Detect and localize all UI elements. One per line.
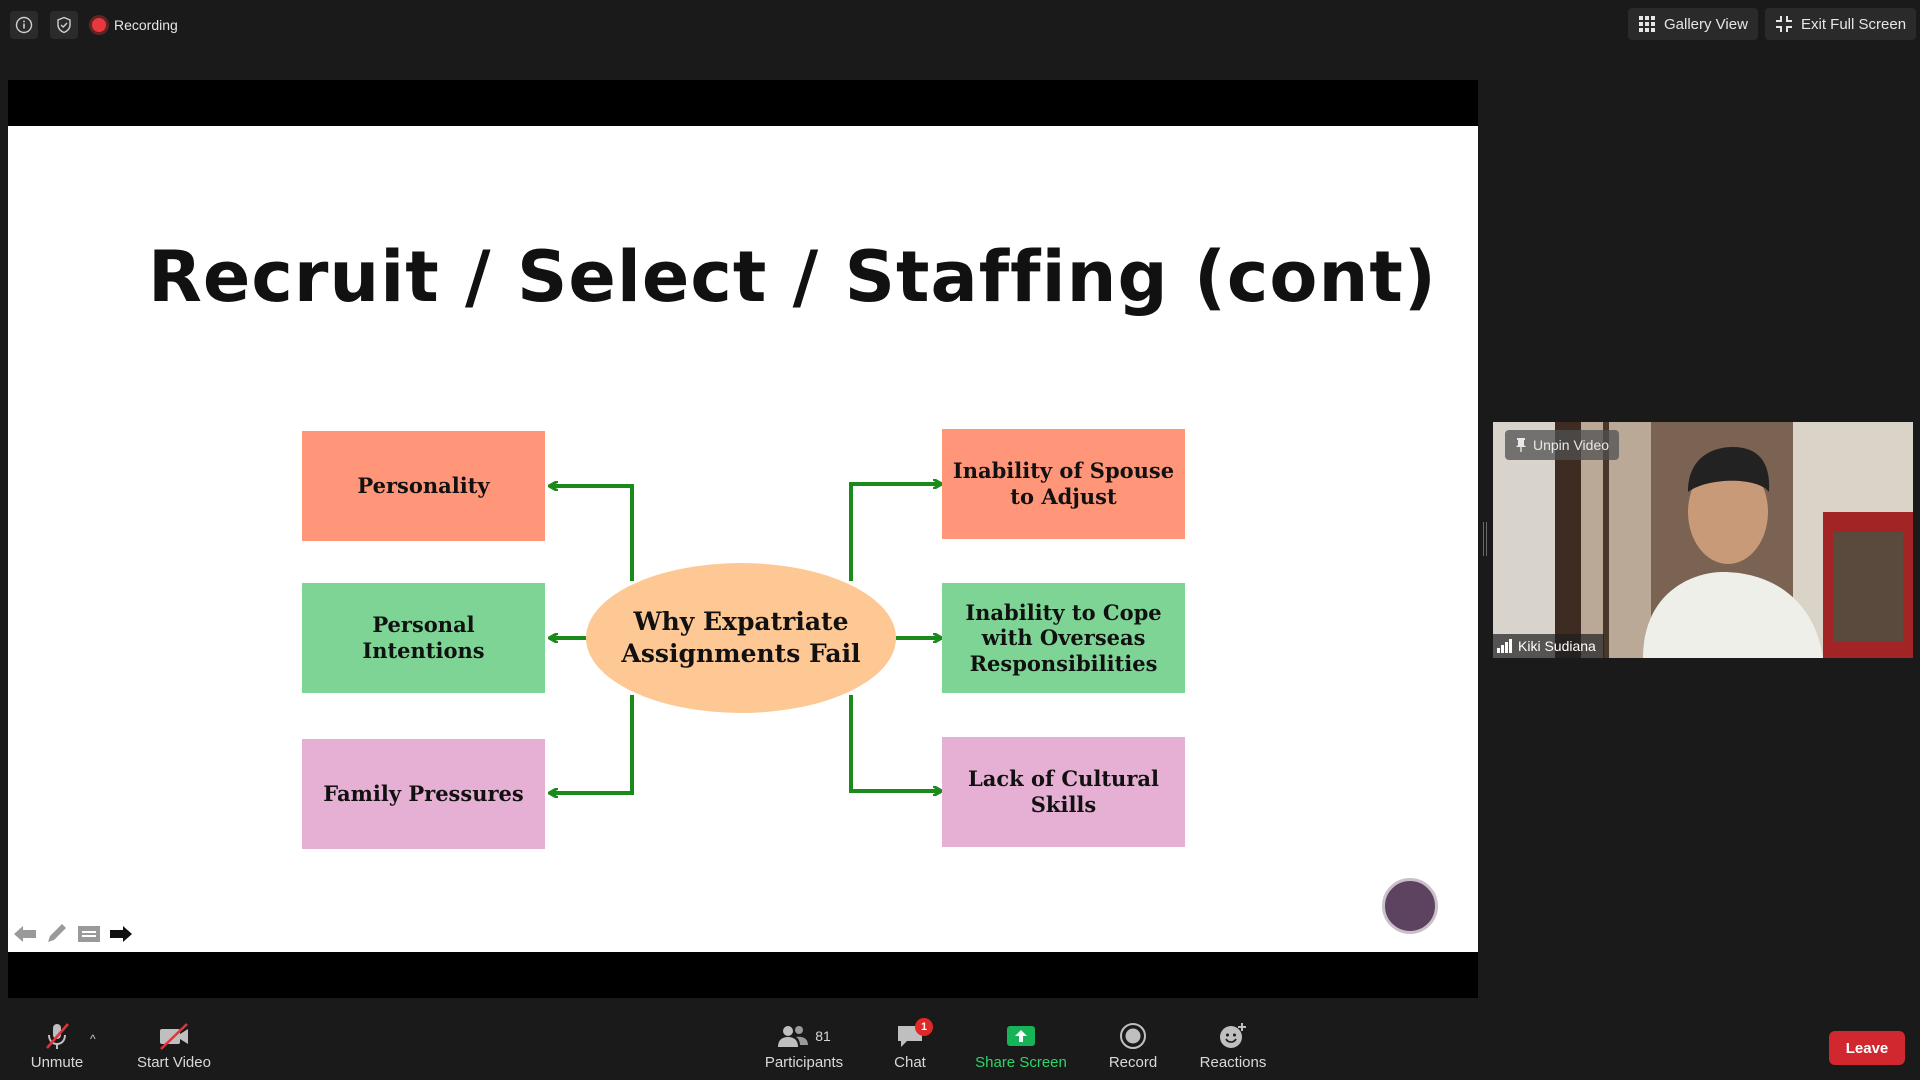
muted-microphone-icon <box>42 1018 72 1054</box>
arrow-to-cultural-skills <box>849 695 940 791</box>
start-video-label: Start Video <box>137 1054 211 1071</box>
next-slide-arrow-icon[interactable] <box>108 922 134 946</box>
signal-strength-icon <box>1497 639 1512 653</box>
box-personality: Personality <box>302 431 545 541</box>
recording-dot-icon <box>92 18 106 32</box>
top-bar: Recording Gallery View Exit Full Screen <box>0 0 1920 50</box>
unpin-video-label: Unpin Video <box>1533 437 1610 453</box>
leave-meeting-button[interactable]: Leave <box>1829 1031 1905 1065</box>
chat-bubble-icon: 1 <box>895 1018 933 1054</box>
gallery-view-button[interactable]: Gallery View <box>1628 8 1758 40</box>
unmute-button[interactable]: Unmute <box>28 1018 86 1078</box>
diagram-arrows <box>8 126 1478 952</box>
share-screen-arrow-icon <box>1005 1018 1037 1054</box>
meeting-toolbar: Unmute ^ Start Video 81 Participants <box>0 1010 1920 1080</box>
grid-icon <box>1639 16 1655 32</box>
slide-menu-icon[interactable] <box>76 922 102 946</box>
participants-count: 81 <box>815 1028 831 1044</box>
exit-full-screen-button[interactable]: Exit Full Screen <box>1765 8 1917 40</box>
reactions-label: Reactions <box>1199 1054 1267 1071</box>
arrow-to-family-pressures <box>551 695 634 793</box>
meeting-info-icon[interactable] <box>10 11 38 39</box>
pen-icon[interactable] <box>44 922 70 946</box>
chat-unread-badge: 1 <box>915 1018 933 1036</box>
panel-resize-handle[interactable] <box>1483 522 1487 556</box>
box-cultural-skills: Lack of Cultural Skills <box>942 737 1185 847</box>
unmute-label: Unmute <box>30 1054 84 1071</box>
arrow-to-personality <box>551 486 634 581</box>
participant-name-tag: Kiki Sudiana <box>1493 634 1604 658</box>
participants-label: Participants <box>764 1054 844 1071</box>
pin-icon <box>1516 438 1526 452</box>
share-screen-label: Share Screen <box>975 1054 1067 1071</box>
record-icon <box>1119 1018 1147 1054</box>
unpin-video-button[interactable]: Unpin Video <box>1505 430 1620 460</box>
record-label: Record <box>1108 1054 1158 1071</box>
record-button[interactable]: Record <box>1106 1018 1160 1078</box>
presentation-slide: Recruit / Select / Staffing (cont) Perso… <box>8 126 1478 952</box>
slideshow-controls <box>12 922 134 946</box>
recording-indicator[interactable]: Recording <box>92 13 178 37</box>
participant-video-tile[interactable]: Unpin Video Kiki Sudiana <box>1493 422 1913 658</box>
chat-button[interactable]: 1 Chat <box>888 1018 933 1078</box>
reactions-button[interactable]: Reactions <box>1198 1018 1268 1078</box>
box-personal-intentions: Personal Intentions <box>302 583 545 693</box>
arrow-to-spouse-adjust <box>849 484 940 581</box>
recording-label: Recording <box>114 17 178 33</box>
security-shield-icon[interactable] <box>50 11 78 39</box>
participants-button[interactable]: 81 Participants <box>760 1018 848 1078</box>
box-spouse-adjust: Inability of Spouse to Adjust <box>942 429 1185 539</box>
shared-screen[interactable]: Recruit / Select / Staffing (cont) Perso… <box>8 80 1478 998</box>
previous-slide-arrow-icon[interactable] <box>12 922 38 946</box>
exit-full-screen-label: Exit Full Screen <box>1801 15 1907 33</box>
smiley-plus-icon <box>1218 1018 1248 1054</box>
box-cope-overseas: Inability to Cope with Overseas Responsi… <box>942 583 1185 693</box>
exit-fullscreen-icon <box>1776 16 1792 32</box>
gallery-view-label: Gallery View <box>1664 15 1748 33</box>
start-video-button[interactable]: Start Video <box>132 1018 216 1078</box>
presenter-avatar <box>1382 878 1438 934</box>
center-ellipse: Why Expatriate Assignments Fail <box>586 563 896 713</box>
audio-options-chevron-up-icon[interactable]: ^ <box>90 1032 96 1046</box>
chat-label: Chat <box>894 1054 926 1071</box>
slide-title: Recruit / Select / Staffing (cont) <box>148 236 1437 318</box>
video-feed-image <box>1493 422 1913 658</box>
video-off-icon <box>157 1018 191 1054</box>
share-screen-button[interactable]: Share Screen <box>975 1018 1067 1078</box>
box-family-pressures: Family Pressures <box>302 739 545 849</box>
participant-name: Kiki Sudiana <box>1518 638 1596 654</box>
participants-icon <box>778 1026 809 1047</box>
